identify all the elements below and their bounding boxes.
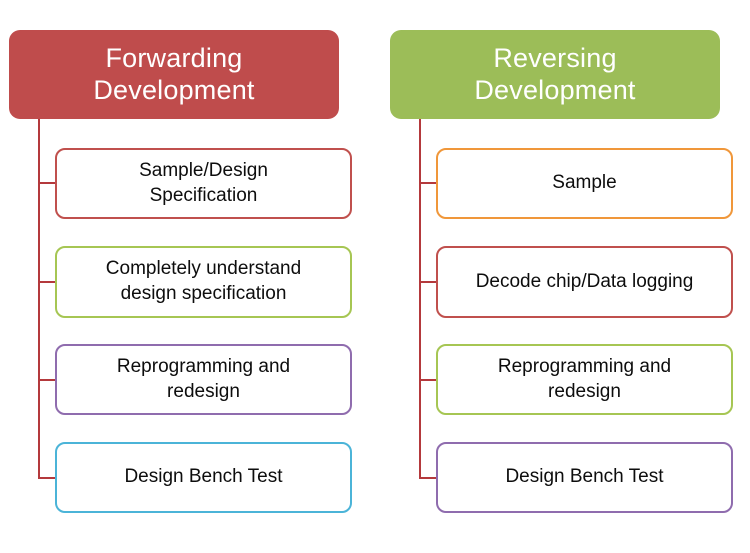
node-decode-chip-data-logging[interactable]: Decode chip/Data logging: [436, 246, 733, 318]
node-label: Reprogramming and redesign: [497, 355, 672, 402]
node-reprogramming-and-redesign[interactable]: Reprogramming and redesign: [436, 344, 733, 415]
connector-branch-reversing-1: [421, 182, 436, 184]
column-forwarding-development: Forwarding Development Sample/Design Spe…: [9, 30, 352, 513]
connector-branch-forwarding-2: [40, 281, 55, 283]
connector-branch-reversing-3: [421, 379, 436, 381]
node-label: Sample: [552, 172, 617, 194]
column-reversing-development: Reversing Development Sample Decode chip…: [375, 0, 750, 553]
node-design-bench-test[interactable]: Design Bench Test: [55, 442, 352, 513]
connector-branch-forwarding-4: [40, 477, 55, 479]
node-sample-design-specification[interactable]: Sample/Design Specification: [55, 148, 352, 219]
node-label: Design Bench Test: [505, 466, 664, 488]
connector-trunk-forwarding: [38, 119, 40, 479]
node-label: Completely understand design specificati…: [105, 258, 302, 304]
node-label: Design Bench Test: [124, 466, 283, 488]
connector-branch-reversing-4: [421, 477, 436, 479]
header-node-label: Reversing Development: [474, 42, 636, 105]
connector-trunk-reversing: [419, 119, 421, 479]
node-reprogramming-and-redesign[interactable]: Reprogramming and redesign: [55, 344, 352, 415]
node-completely-understand-design-specification[interactable]: Completely understand design specificati…: [55, 246, 352, 318]
connector-branch-forwarding-3: [40, 379, 55, 381]
connector-branch-reversing-2: [421, 281, 436, 283]
header-node-reversing-development[interactable]: Reversing Development: [390, 30, 720, 119]
node-sample[interactable]: Sample: [436, 148, 733, 219]
node-label: Decode chip/Data logging: [475, 270, 694, 292]
node-label: Reprogramming and redesign: [116, 355, 291, 402]
header-node-forwarding-development[interactable]: Forwarding Development: [9, 30, 339, 119]
node-label: Sample/Design Specification: [139, 159, 268, 206]
header-node-label: Forwarding Development: [93, 42, 255, 105]
connector-branch-forwarding-1: [40, 182, 55, 184]
node-design-bench-test[interactable]: Design Bench Test: [436, 442, 733, 513]
